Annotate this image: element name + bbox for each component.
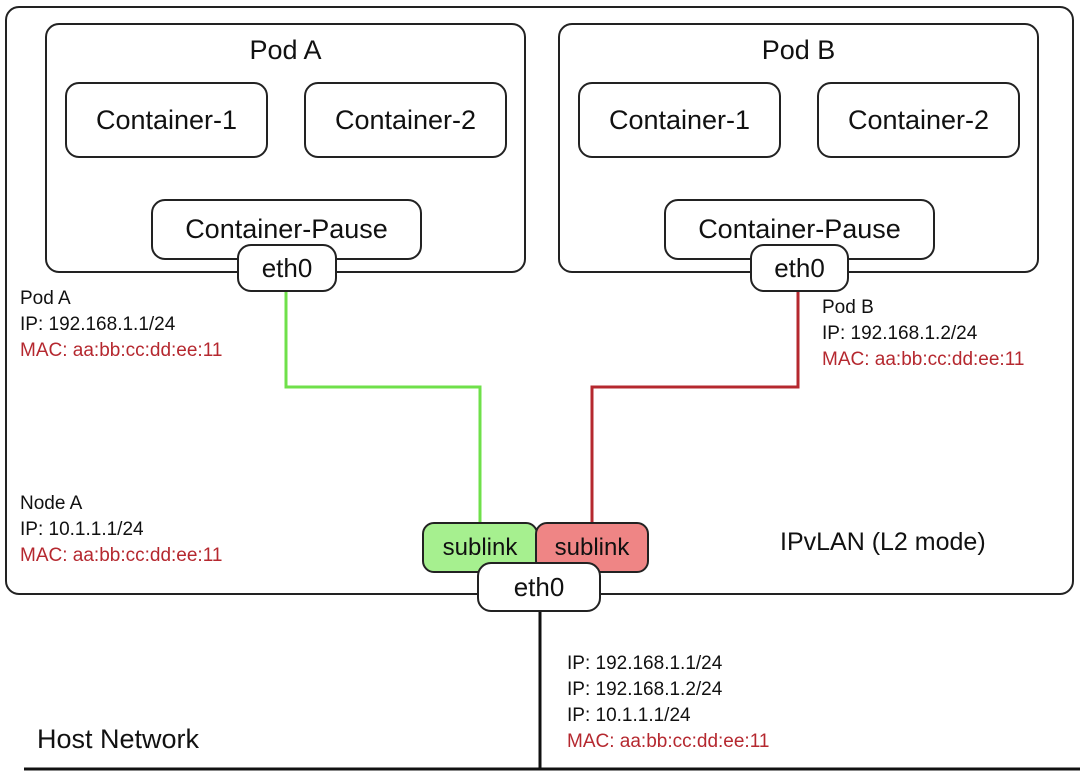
pod-a-container-1: Container-1 xyxy=(65,82,268,158)
host-mac: MAC: aa:bb:cc:dd:ee:11 xyxy=(567,731,770,752)
sublink-pod-b: sublink xyxy=(535,522,649,573)
node-info: Node A IP: 10.1.1.1/24 MAC: aa:bb:cc:dd:… xyxy=(20,491,222,569)
pod-a-info: Pod A IP: 192.168.1.1/24 MAC: aa:bb:cc:d… xyxy=(20,286,222,364)
host-ip-3: IP: 10.1.1.1/24 xyxy=(567,705,691,726)
pod-b-info-ip: IP: 192.168.1.2/24 xyxy=(822,323,978,344)
host-info: IP: 192.168.1.1/24 IP: 192.168.1.2/24 IP… xyxy=(567,651,769,755)
pod-b-info-mac: MAC: aa:bb:cc:dd:ee:11 xyxy=(822,349,1025,370)
pod-b-title: Pod B xyxy=(761,35,836,65)
pod-a-info-ip: IP: 192.168.1.1/24 xyxy=(20,314,176,335)
pod-b-info: Pod B IP: 192.168.1.2/24 MAC: aa:bb:cc:d… xyxy=(822,295,1024,373)
pod-a-info-mac: MAC: aa:bb:cc:dd:ee:11 xyxy=(20,340,223,361)
ipvlan-mode-label: IPvLAN (L2 mode) xyxy=(780,528,986,556)
node-eth0: eth0 xyxy=(477,562,601,612)
pod-a-info-name: Pod A xyxy=(20,288,71,309)
pod-b-link xyxy=(590,291,800,523)
pod-a-container-pause: Container-Pause xyxy=(151,199,422,260)
pod-a-eth0: eth0 xyxy=(237,244,337,292)
pod-a-box: Pod A Container-1 Container-2 Container-… xyxy=(45,23,526,273)
pod-a-title: Pod A xyxy=(249,35,322,65)
node-info-mac: MAC: aa:bb:cc:dd:ee:11 xyxy=(20,545,223,566)
pod-b-eth0: eth0 xyxy=(750,244,849,292)
pod-a-link xyxy=(284,291,482,523)
pod-b-container-2: Container-2 xyxy=(817,82,1020,158)
host-ip-2: IP: 192.168.1.2/24 xyxy=(567,679,723,700)
host-ip-1: IP: 192.168.1.1/24 xyxy=(567,653,723,674)
pod-b-info-name: Pod B xyxy=(822,297,874,318)
pod-b-box: Pod B Container-1 Container-2 Container-… xyxy=(558,23,1039,273)
pod-b-container-1: Container-1 xyxy=(578,82,781,158)
host-network-label: Host Network xyxy=(37,724,200,754)
node-info-ip: IP: 10.1.1.1/24 xyxy=(20,519,144,540)
node-info-name: Node A xyxy=(20,493,83,514)
pod-a-container-2: Container-2 xyxy=(304,82,507,158)
